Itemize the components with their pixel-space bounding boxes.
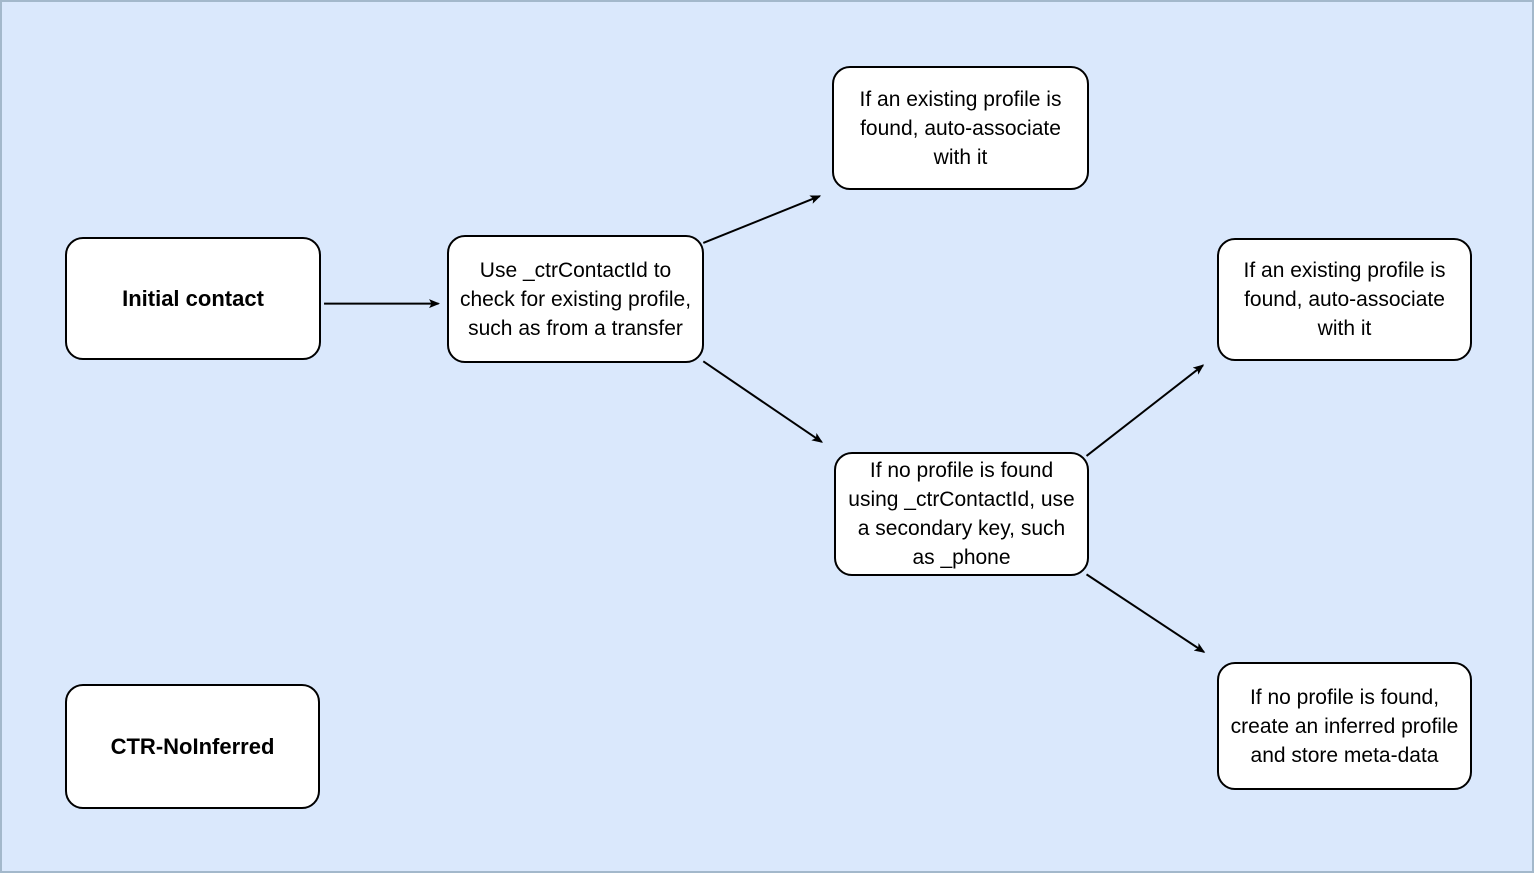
arrow-check-to-existing-top <box>702 195 822 244</box>
node-ctr-noinferred[interactable]: CTR-NoInferred <box>65 684 320 809</box>
node-existing-profile-right[interactable]: If an existing profile is found, auto-as… <box>1217 238 1472 361</box>
node-ctr-noinferred-label: CTR-NoInferred <box>110 734 275 759</box>
node-check-profile[interactable]: Use _ctrContactId to check for existing … <box>447 235 704 363</box>
node-initial-contact[interactable]: Initial contact <box>65 237 321 360</box>
node-no-profile-create[interactable]: If no profile is found, create an inferr… <box>1217 662 1472 790</box>
arrow-check-to-noprofile <box>702 360 823 443</box>
node-initial-contact-label: Initial contact <box>122 286 264 311</box>
node-existing-profile-top[interactable]: If an existing profile is found, auto-as… <box>832 66 1089 190</box>
node-no-profile-create-label: If no profile is found, create an inferr… <box>1230 685 1459 767</box>
node-existing-profile-top-label: If an existing profile is found, auto-as… <box>859 87 1062 169</box>
arrow-noprofile-to-existing-right <box>1085 364 1205 457</box>
node-check-profile-label: Use _ctrContactId to check for existing … <box>459 258 692 340</box>
node-no-profile-secondary-label: If no profile is found using _ctrContact… <box>848 459 1075 569</box>
node-no-profile-secondary[interactable]: If no profile is found using _ctrContact… <box>834 452 1089 576</box>
arrow-noprofile-to-create <box>1085 573 1206 653</box>
node-existing-profile-right-label: If an existing profile is found, auto-as… <box>1243 259 1446 340</box>
